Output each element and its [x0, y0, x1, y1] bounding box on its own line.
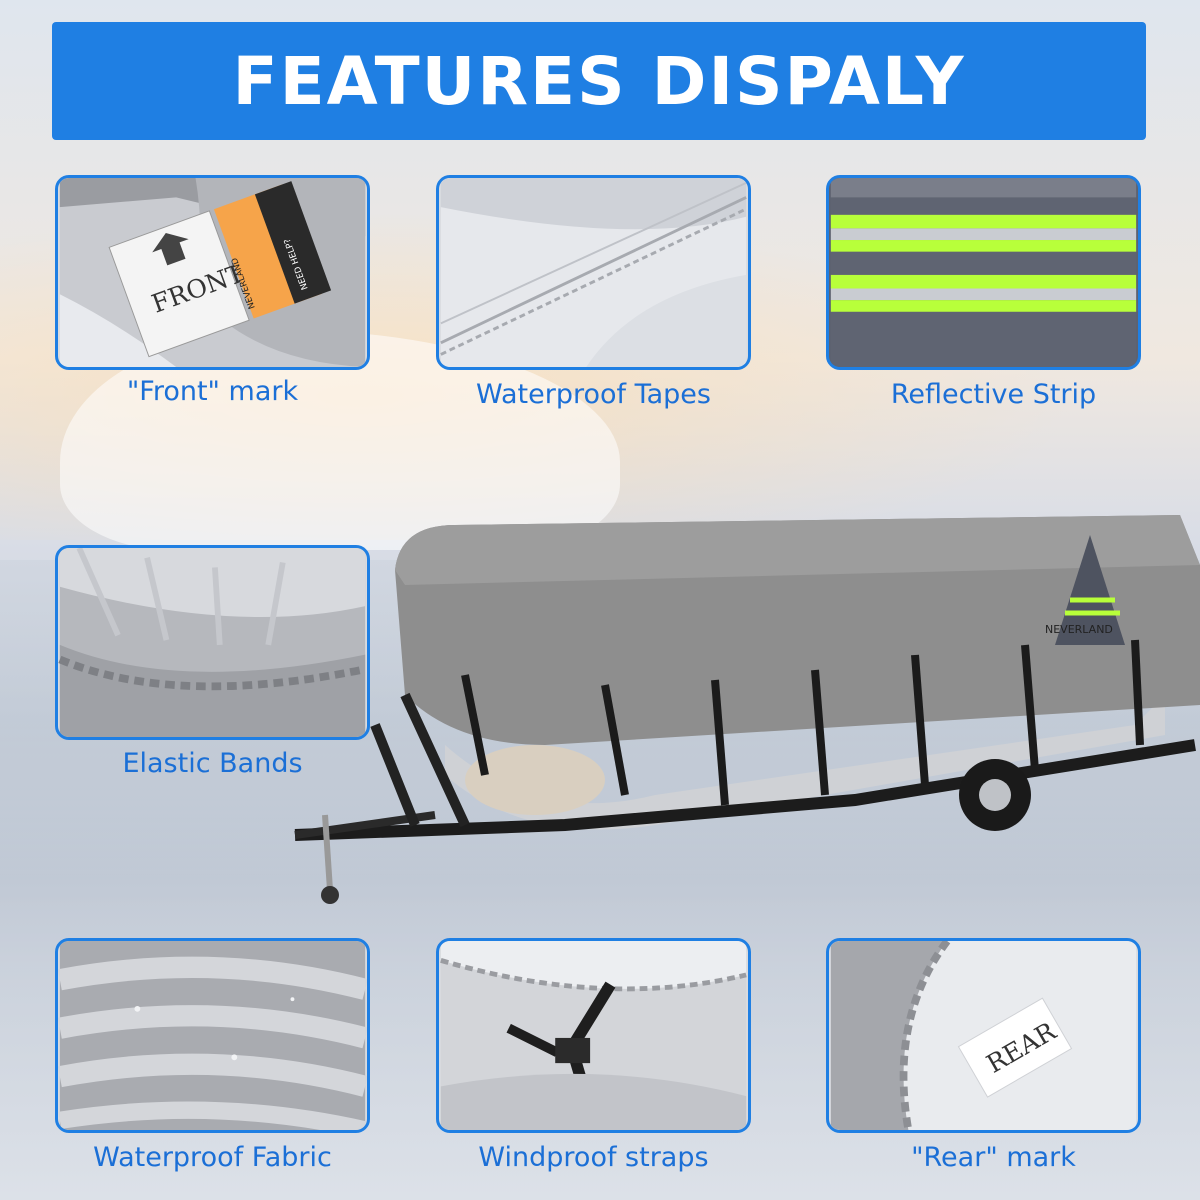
feature-label-front-mark: "Front" mark: [126, 376, 299, 407]
boat-brand-text: NEVERLAND: [1045, 623, 1113, 636]
boat-trailer-image: NEVERLAND: [294, 515, 1200, 904]
feature-label-rear-mark: "Rear" mark: [911, 1142, 1076, 1173]
feature-card-waterproof-tapes: [436, 175, 751, 370]
feature-card-waterproof-fabric: [55, 938, 370, 1133]
front-mark-image: FRONT NEVERLAND NEED HELP?: [59, 178, 366, 367]
covered-boat-illustration: NEVERLAND: [235, 495, 1200, 915]
rear-mark-image: REAR: [830, 941, 1137, 1130]
feature-card-rear-mark: REAR: [826, 938, 1141, 1133]
feature-card-windproof-straps: [436, 938, 751, 1133]
waterproof-fabric-image: [58, 941, 367, 1130]
feature-card-front-mark: FRONT NEVERLAND NEED HELP?: [55, 175, 370, 370]
feature-card-reflective-strip: [826, 175, 1141, 370]
feature-label-reflective-strip: Reflective Strip: [890, 379, 1097, 410]
feature-card-elastic-bands: [55, 545, 370, 740]
feature-label-windproof-straps: Windproof straps: [478, 1142, 709, 1173]
title-banner: FEATURES DISPALY: [52, 22, 1146, 140]
feature-label-elastic-bands: Elastic Bands: [122, 748, 303, 779]
reflective-strip-image: [830, 178, 1137, 367]
feature-label-waterproof-fabric: Waterproof Fabric: [93, 1142, 332, 1173]
waterproof-tapes-image: [440, 178, 747, 367]
page-title: FEATURES DISPALY: [232, 42, 966, 120]
feature-label-waterproof-tapes: Waterproof Tapes: [476, 379, 711, 410]
windproof-straps-image: [440, 941, 747, 1130]
elastic-bands-image: [58, 548, 366, 737]
